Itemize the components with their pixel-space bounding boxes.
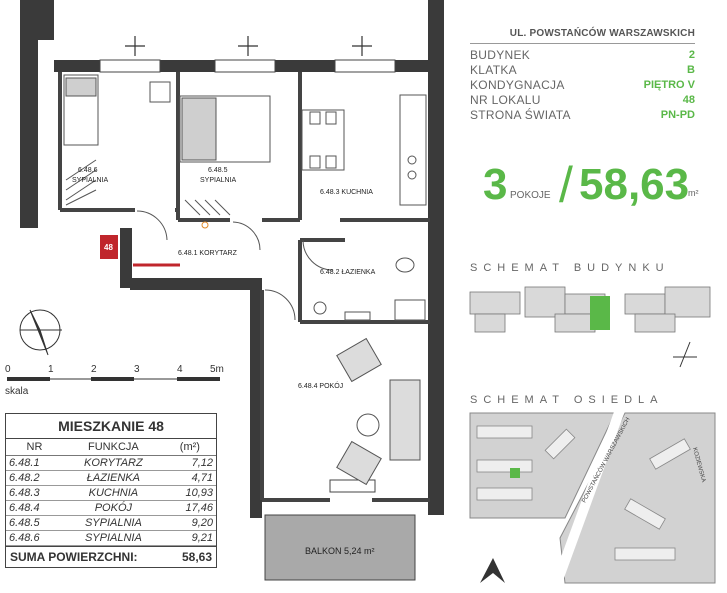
col-function: FUNKCJA xyxy=(63,439,164,456)
info-row: KLATKA B xyxy=(470,63,695,78)
north-arrow-icon xyxy=(480,558,505,583)
info-value: PIĘTRO V xyxy=(643,79,695,91)
col-nr: NR xyxy=(6,439,63,456)
apartment-summary: 3 POKOJE / 58,63 m² xyxy=(455,157,700,220)
bathroom-fixtures xyxy=(313,257,426,321)
room-code-6: 6.48.6 xyxy=(78,167,98,174)
info-key: NR LOKALU xyxy=(470,93,541,107)
desk-icon xyxy=(149,81,171,103)
cell: KUCHNIA xyxy=(63,485,164,501)
col-area: (m²) xyxy=(163,439,216,456)
unit-badge-text: 48 xyxy=(104,243,113,252)
scale-tick: 3 xyxy=(134,364,140,375)
cell: SYPIALNIA xyxy=(63,530,164,546)
cell: 6.48.6 xyxy=(6,530,63,546)
room-name-6: SYPIALNIA xyxy=(72,177,109,184)
cell: 6.48.4 xyxy=(6,500,63,516)
info-value: 48 xyxy=(682,94,695,106)
highlight-building xyxy=(510,468,520,478)
bed2-icon xyxy=(179,95,271,163)
info-key: KONDYGNACJA xyxy=(470,78,565,92)
compass-icon xyxy=(19,309,62,356)
scale-tick: 0 xyxy=(5,364,11,375)
divider xyxy=(470,43,695,44)
cell: 6.48.5 xyxy=(6,515,63,531)
sensor-icon xyxy=(201,221,209,229)
balcony xyxy=(264,514,416,581)
info-key: STRONA ŚWIATA xyxy=(470,108,571,122)
cell: SYPIALNIA xyxy=(63,515,164,531)
window-markers xyxy=(125,36,372,56)
compass-small-icon xyxy=(673,341,697,368)
cell: 6.48.3 xyxy=(6,485,63,501)
info-list: BUDYNEK 2 KLATKA B KONDYGNACJA PIĘTRO V NR … xyxy=(470,48,695,123)
kitchen-furniture xyxy=(301,94,427,206)
slash-divider: / xyxy=(559,157,573,213)
street-name: UL. POWSTAŃCÓW WARSZAWSKICH xyxy=(509,28,695,39)
cell: KORYTARZ xyxy=(63,455,164,471)
room-bathroom: 6.48.2 ŁAZIENKA xyxy=(320,269,376,276)
rooms-count: 3 xyxy=(483,160,508,209)
wardrobe2-icon xyxy=(184,199,231,216)
estate-scheme-caption: SCHEMAT OSIEDLA xyxy=(470,394,664,406)
rooms-label: POKOJE xyxy=(510,190,551,201)
cell: 9,20 xyxy=(163,515,216,531)
building-scheme xyxy=(469,286,711,368)
info-value: B xyxy=(687,64,695,76)
sum-value: 58,63 xyxy=(181,550,212,564)
info-value: 2 xyxy=(688,49,695,61)
inner-walls xyxy=(58,72,430,502)
room-code-5: 6.48.5 xyxy=(208,167,228,174)
room-name-5: SYPIALNIA xyxy=(200,177,237,184)
info-row: BUDYNEK 2 xyxy=(470,48,695,63)
highlight-unit xyxy=(590,296,610,330)
estate-map: POWSTAŃCÓW WARSZAWSKICH KOZIEWSKA xyxy=(469,408,716,590)
cell: 6.48.2 xyxy=(6,470,63,486)
cell: 6.48.1 xyxy=(6,455,63,471)
info-row: NR LOKALU 48 xyxy=(470,93,695,108)
scale-tick: 5m xyxy=(210,364,224,375)
room-balcony: BALKON 5,24 m² xyxy=(305,546,375,556)
scale-bar: 0 1 2 3 4 5m skala xyxy=(5,364,230,398)
sum-row: SUMA POWIERZCHNI: 58,63 xyxy=(6,546,216,567)
info-value: PN-PD xyxy=(660,109,695,121)
info-row: KONDYGNACJA PIĘTRO V xyxy=(470,78,695,93)
cell: 9,21 xyxy=(163,530,216,546)
room-corridor: 6.48.1 KORYTARZ xyxy=(178,250,238,257)
scale-label: skala xyxy=(5,386,29,397)
wardrobe-icon xyxy=(65,159,97,206)
windows xyxy=(99,59,396,493)
scale-tick: 4 xyxy=(177,364,183,375)
area-value: 58,63 xyxy=(579,160,690,209)
cell: 4,71 xyxy=(163,470,216,486)
cell: ŁAZIENKA xyxy=(63,470,164,486)
info-key: KLATKA xyxy=(470,63,517,77)
sum-label: SUMA POWIERZCHNI: xyxy=(10,550,138,564)
info-key: BUDYNEK xyxy=(470,48,531,62)
scale-tick: 1 xyxy=(48,364,54,375)
area-unit: m² xyxy=(688,188,699,198)
cell: 10,93 xyxy=(163,485,216,501)
cell: POKÓJ xyxy=(63,500,164,516)
doors xyxy=(136,210,334,321)
cell: 7,12 xyxy=(163,455,216,471)
living-furniture xyxy=(336,337,421,486)
table-title: MIESZKANIE 48 xyxy=(6,414,216,439)
room-living: 6.48.4 POKÓJ xyxy=(298,381,343,390)
room-kitchen: 6.48.3 KUCHNIA xyxy=(320,189,373,196)
cell: 17,46 xyxy=(163,500,216,516)
info-row: STRONA ŚWIATA PN-PD xyxy=(470,108,695,123)
building-scheme-caption: SCHEMAT BUDYNKU xyxy=(470,262,670,274)
scale-tick: 2 xyxy=(91,364,97,375)
unit-badge xyxy=(100,235,118,259)
floor-plan: 6.48.6 SYPIALNIA 6.48.5 SYPIALNIA 6.48.3… xyxy=(19,0,444,581)
bed-icon xyxy=(63,74,99,146)
